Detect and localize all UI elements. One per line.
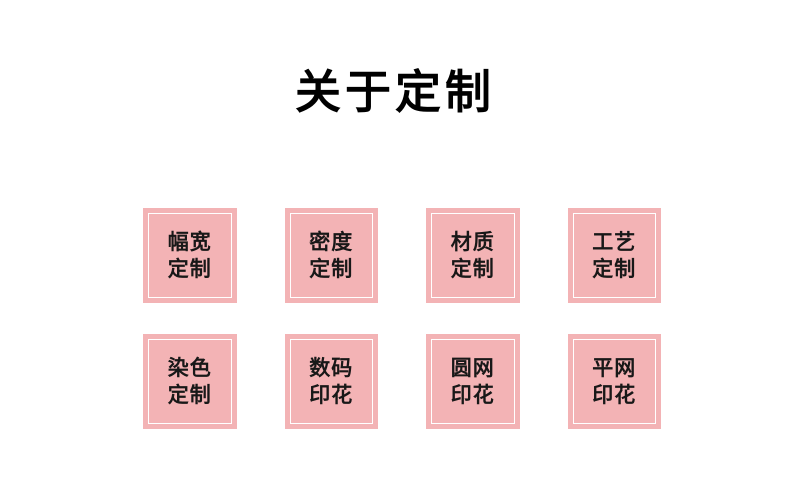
card-midu-dingzhi[interactable]: 密度 定制 (284, 208, 378, 303)
card-label-line2: 定制 (592, 256, 637, 281)
card-label-line1: 平网 (592, 355, 637, 380)
card-inner: 平网 印花 (572, 339, 656, 424)
card-inner: 密度 定制 (289, 213, 373, 298)
card-inner: 材质 定制 (431, 213, 515, 298)
card-inner: 圆网 印花 (431, 339, 515, 424)
card-row-1: 幅宽 定制 密度 定制 材质 定制 工艺 定制 (143, 208, 661, 303)
card-label-line1: 染色 (167, 355, 212, 380)
card-label-line2: 印花 (592, 382, 637, 407)
card-inner: 工艺 定制 (572, 213, 656, 298)
card-row-2: 染色 定制 数码 印花 圆网 印花 平网 印花 (143, 334, 661, 429)
card-label-line2: 印花 (309, 382, 354, 407)
card-inner: 染色 定制 (148, 339, 232, 424)
card-yuanwang-yinhua[interactable]: 圆网 印花 (426, 334, 520, 429)
card-shuma-yinhua[interactable]: 数码 印花 (284, 334, 378, 429)
card-ranse-dingzhi[interactable]: 染色 定制 (143, 334, 237, 429)
card-label-line1: 幅宽 (167, 229, 212, 254)
card-pingwang-yinhua[interactable]: 平网 印花 (567, 334, 661, 429)
card-label-line1: 材质 (450, 229, 495, 254)
card-label-line2: 定制 (167, 382, 212, 407)
card-inner: 数码 印花 (289, 339, 373, 424)
card-gongyi-dingzhi[interactable]: 工艺 定制 (567, 208, 661, 303)
card-caizhi-dingzhi[interactable]: 材质 定制 (426, 208, 520, 303)
card-label-line1: 工艺 (592, 229, 637, 254)
card-inner: 幅宽 定制 (148, 213, 232, 298)
card-fukuan-dingzhi[interactable]: 幅宽 定制 (143, 208, 237, 303)
card-label-line2: 印花 (450, 382, 495, 407)
service-card-grid: 幅宽 定制 密度 定制 材质 定制 工艺 定制 (143, 208, 661, 429)
card-label-line2: 定制 (167, 256, 212, 281)
card-label-line1: 数码 (309, 355, 354, 380)
card-label-line2: 定制 (309, 256, 354, 281)
card-label-line1: 密度 (309, 229, 354, 254)
card-label-line2: 定制 (450, 256, 495, 281)
card-label-line1: 圆网 (450, 355, 495, 380)
page-title: 关于定制 (295, 65, 495, 119)
